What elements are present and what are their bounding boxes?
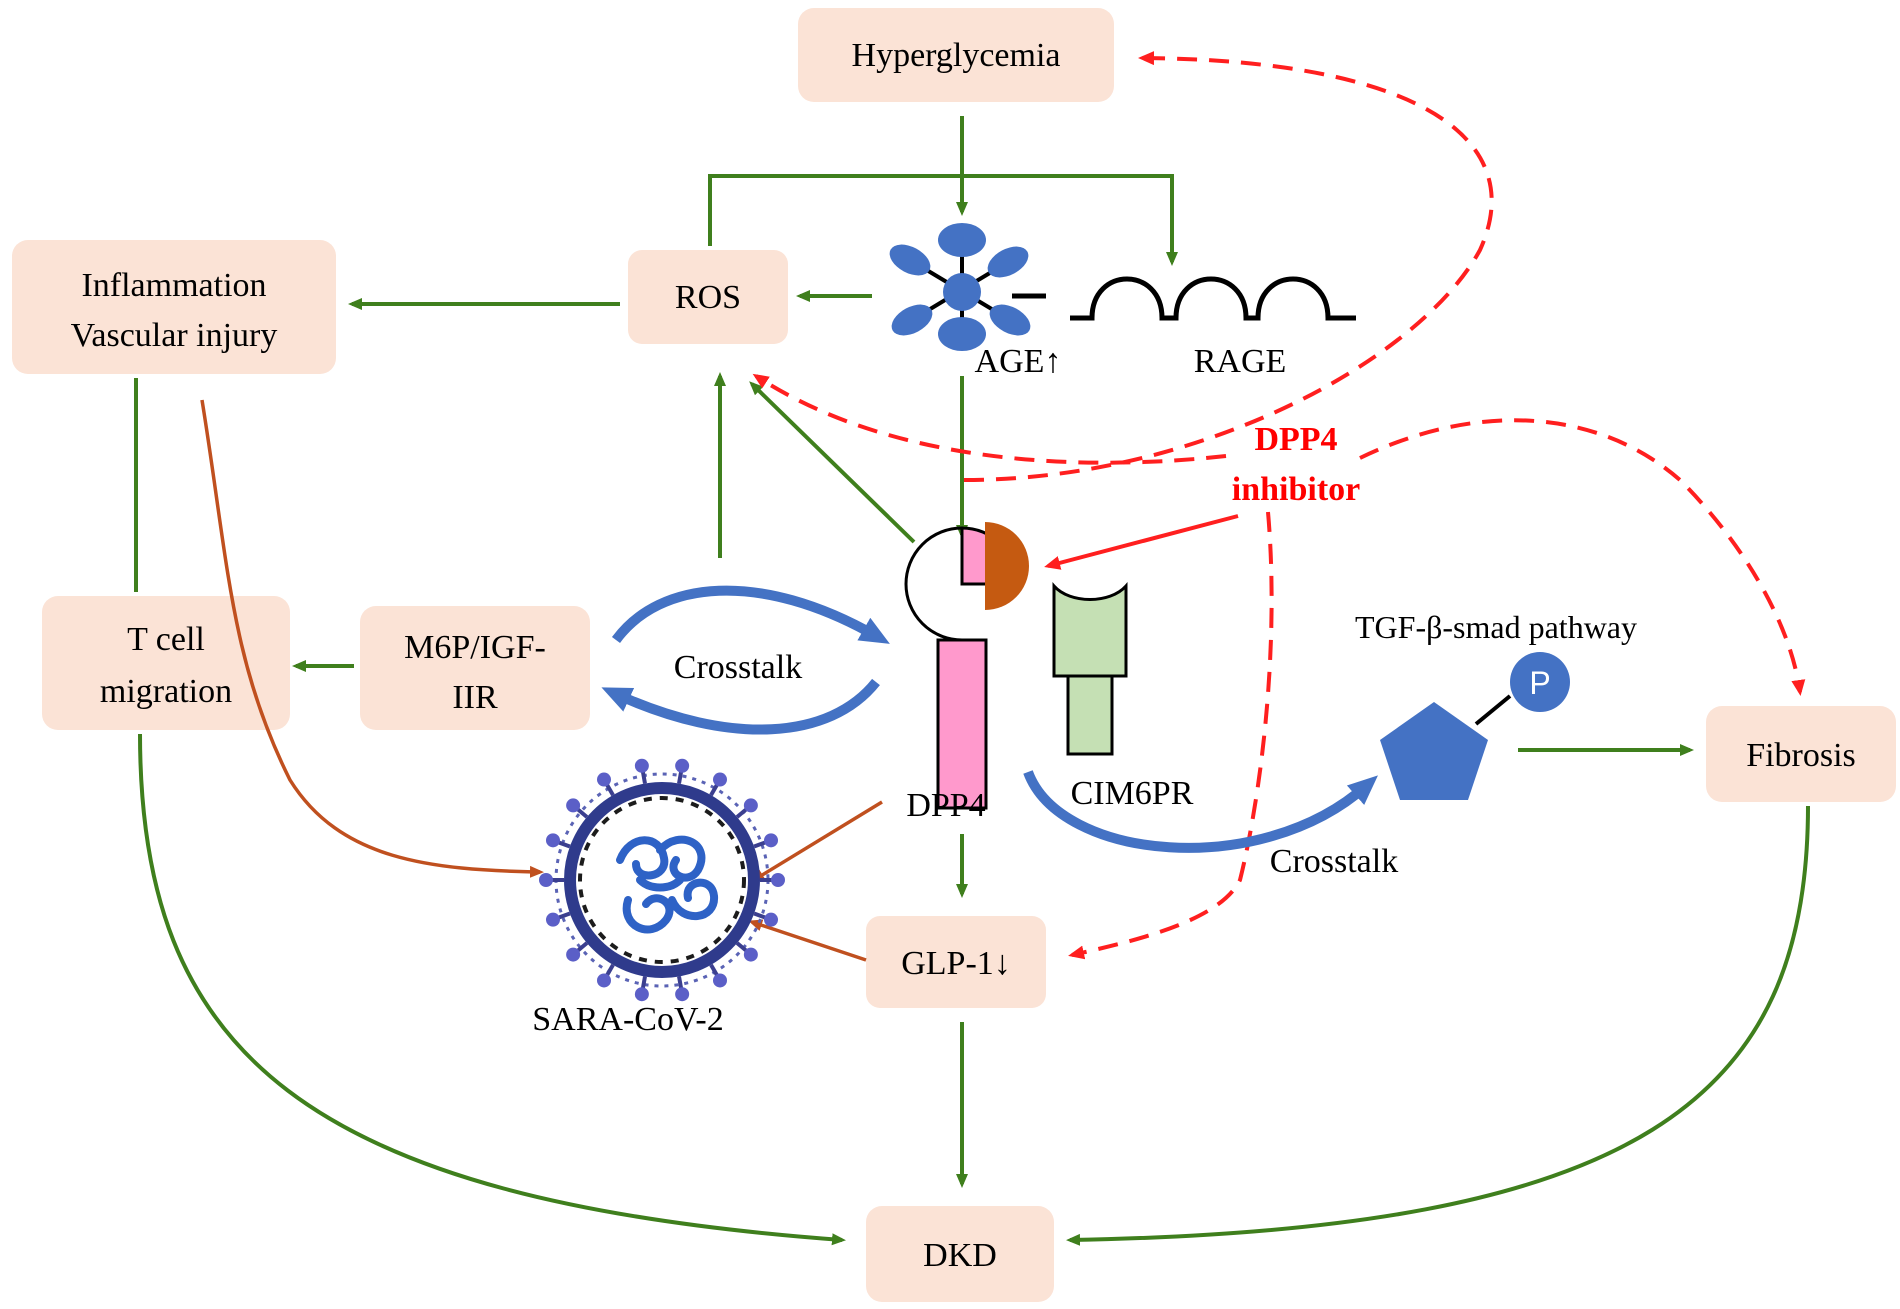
ros-label: ROS: [675, 279, 741, 316]
age-label: AGE↑: [975, 343, 1062, 380]
arrow-ros-to-rage-loop: [708, 174, 1178, 266]
virus-spike-head: [634, 987, 649, 1002]
virus-spike-head: [539, 873, 553, 887]
tcell-label-line2: migration: [100, 673, 232, 710]
virus-spike-head: [545, 833, 560, 848]
hyperglycemia-label: Hyperglycemia: [852, 37, 1061, 74]
arrow-fibrosis-to-dkd: [1066, 805, 1810, 1246]
m6p-label-line2: IIR: [452, 679, 498, 716]
inhibitor-arrow-to-dpp4: [1044, 514, 1239, 570]
virus-spike-head: [597, 973, 611, 988]
virus-spike-head: [764, 912, 779, 927]
crosstalk-left-label: Crosstalk: [674, 649, 802, 686]
virus-spike-head: [713, 772, 727, 787]
inflammation-label-line2: Vascular injury: [71, 317, 278, 354]
inhibitor-arrow-to-fibrosis: [1359, 418, 1806, 696]
virus-spike-head: [764, 833, 779, 848]
inhibitor-arrow-to-hyperglycemia: [963, 51, 1494, 482]
dpp4-inhibitor-icon: [985, 522, 1029, 610]
inflammation-label-line1: Inflammation: [81, 267, 266, 304]
inhibitor-arrow-to-glp1: [1068, 511, 1274, 960]
rage-label: RAGE: [1194, 343, 1287, 380]
crosstalk-arc-right: [1023, 770, 1378, 853]
hyperglycemia-node: Hyperglycemia: [798, 8, 1114, 102]
virus-spike-head: [771, 873, 785, 887]
cim6pr-label: CIM6PR: [1071, 775, 1194, 812]
ros-node: ROS: [628, 250, 788, 344]
arrow-inflammation-to-virus: [200, 399, 544, 878]
arrow-tcell-to-dkd: [138, 733, 846, 1246]
age-molecule-icon: [889, 223, 1046, 351]
cim6pr-receptor-icon: [1052, 582, 1128, 756]
virus-spike-head: [597, 772, 611, 787]
tcell-label-line1: T cell: [127, 621, 205, 658]
virus-spike-head: [545, 912, 560, 927]
crosstalk-arc-top: [611, 585, 890, 644]
phosphate-label: P: [1529, 665, 1550, 701]
dkd-node: DKD: [866, 1206, 1054, 1302]
glp1-node: GLP-1↓: [866, 916, 1046, 1008]
arrow-glp1-to-virus: [748, 919, 867, 962]
tcell-migration-node: T cell migration: [42, 596, 290, 730]
crosstalk-right-label: Crosstalk: [1270, 843, 1398, 880]
phosphate-icon: [1510, 652, 1570, 712]
fibrosis-label: Fibrosis: [1746, 737, 1856, 774]
virus-spike-head: [634, 758, 649, 773]
tgf-pentagon-icon: [1380, 702, 1488, 800]
dpp4-label: DPP4: [906, 787, 985, 824]
sars-cov-2-virus-icon: [539, 758, 785, 1002]
dpp4-inhibitor-label-line1: DPP4: [1254, 421, 1337, 458]
tgf-pathway-label: TGF-β-smad pathway: [1355, 609, 1637, 645]
m6p-label-line1: M6P/IGF-: [404, 629, 546, 666]
rage-receptor-icon: [1070, 276, 1356, 321]
m6p-igf-iir-node: M6P/IGF- IIR: [360, 606, 590, 730]
virus-spike-head: [566, 798, 581, 813]
arrow-dpp4-to-virus: [750, 800, 883, 883]
virus-label: SARA-CoV-2: [532, 1001, 723, 1038]
inhibitor-arrow-to-ros: [752, 373, 1227, 465]
virus-spike-head: [675, 758, 690, 773]
virus-spike-head: [743, 798, 758, 813]
virus-spike-head: [675, 987, 690, 1002]
inflammation-node: Inflammation Vascular injury: [12, 240, 336, 374]
dpp4-inhibitor-label-line2: inhibitor: [1232, 471, 1360, 508]
virus-spike-head: [566, 947, 581, 962]
virus-spike-head: [713, 973, 727, 988]
fibrosis-node: Fibrosis: [1706, 706, 1896, 802]
glp1-label: GLP-1↓: [901, 945, 1011, 982]
arrow-dpp4-to-ros: [749, 381, 916, 544]
virus-spike-head: [743, 947, 758, 962]
dkd-label: DKD: [923, 1237, 997, 1274]
crosstalk-arc-bottom: [601, 678, 880, 735]
phospho-link: [1474, 694, 1512, 726]
